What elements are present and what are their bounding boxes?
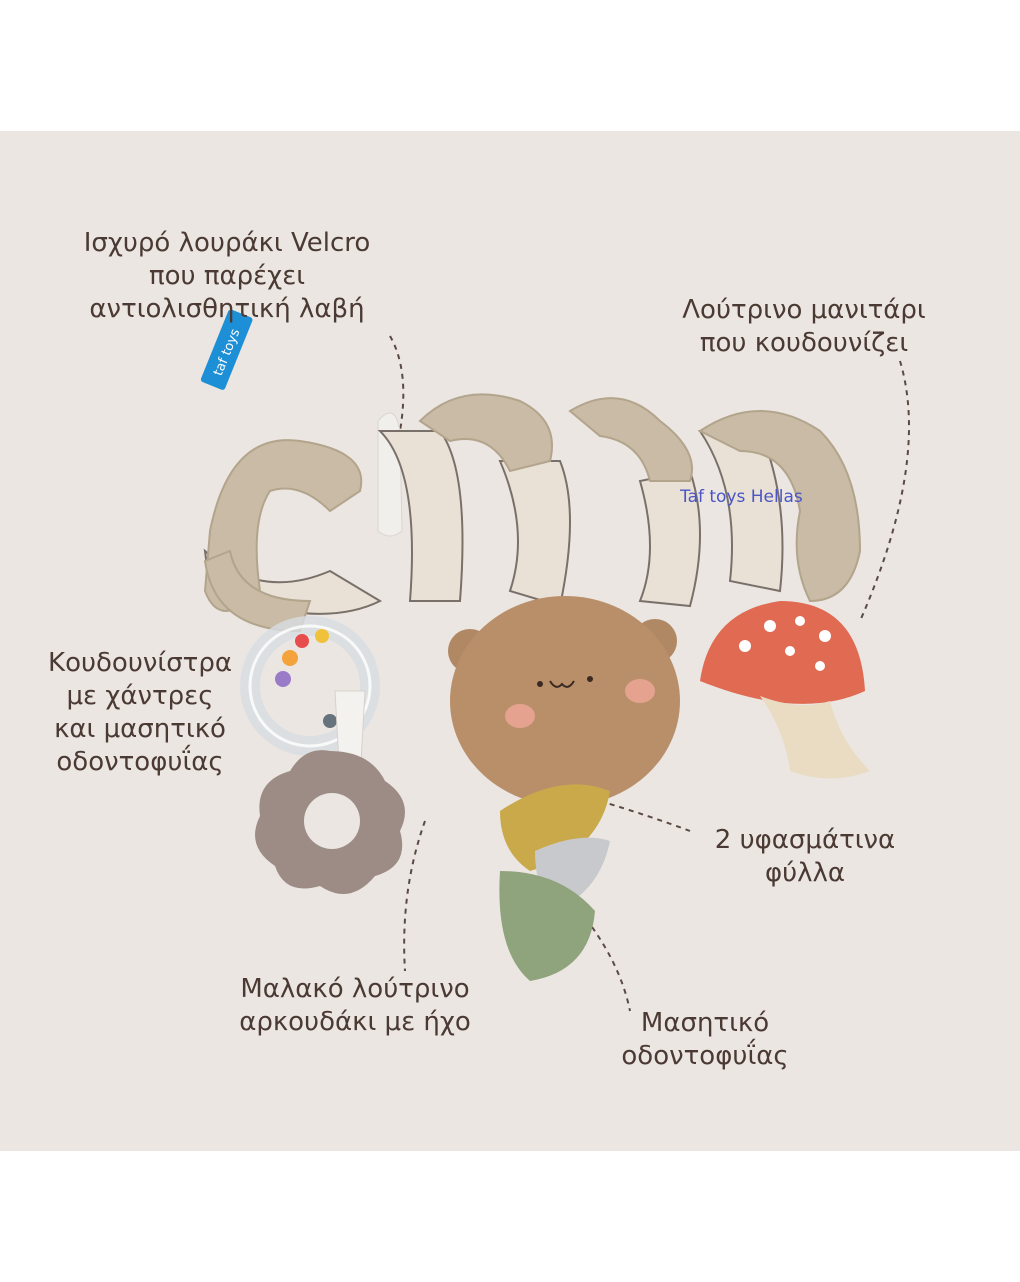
callout-line: με χάντρες <box>66 681 214 711</box>
callout-velcro-strap: Ισχυρό λουράκι Velcro που παρέχει αντιολ… <box>62 227 392 326</box>
fabric-leaves <box>499 784 610 981</box>
callout-line: Κουδουνίστρα <box>48 648 232 678</box>
mushroom-leader-line <box>859 360 910 622</box>
callout-line: που κουδουνίζει <box>699 328 909 358</box>
spiral-stripes <box>203 430 784 615</box>
callout-rattle: Κουδουνίστρα με χάντρες και μασητικό οδο… <box>30 647 250 779</box>
callout-line: αρκουδάκι με ήχο <box>239 1007 471 1037</box>
rattle-ring <box>240 616 380 756</box>
callout-mushroom: Λούτρινο μανιτάρι που κουδουνίζει <box>664 294 944 360</box>
callout-line: Λούτρινο μανιτάρι <box>682 295 926 325</box>
callout-bear: Μαλακό λούτρινο αρκουδάκι με ήχο <box>220 973 490 1039</box>
product-image-panel: taf toys <box>0 131 1020 1151</box>
spiral-plush <box>203 393 862 633</box>
spiral-toy-illustration: taf toys <box>200 309 910 1012</box>
callout-line: που παρέχει <box>148 261 306 291</box>
callout-line: οδοντοφυΐας <box>56 747 224 777</box>
velcro-leader-line <box>389 335 405 432</box>
rattle-beads <box>275 629 337 728</box>
callout-line: φύλλα <box>764 858 846 888</box>
callout-line: 2 υφασμάτινα <box>714 825 896 855</box>
bear-leader-line <box>403 820 426 972</box>
watermark-text: Taf toys Hellas <box>680 487 803 507</box>
callout-line: και μασητικό <box>54 714 226 744</box>
callout-line: Μαλακό λούτρινο <box>240 974 470 1004</box>
teether-flower <box>255 750 405 894</box>
bear-plush <box>448 596 680 806</box>
callout-line: αντιολισθητική λαβή <box>89 294 365 324</box>
callout-line: Μασητικό <box>640 1008 770 1038</box>
callout-teether: Μασητικό οδοντοφυΐας <box>610 1007 800 1073</box>
leaves-leader-line <box>599 800 691 832</box>
callout-leaves: 2 υφασμάτινα φύλλα <box>690 824 920 890</box>
callout-line: οδοντοφυΐας <box>621 1041 789 1071</box>
callout-line: Ισχυρό λουράκι Velcro <box>83 228 371 258</box>
mushroom-plush <box>700 601 870 779</box>
